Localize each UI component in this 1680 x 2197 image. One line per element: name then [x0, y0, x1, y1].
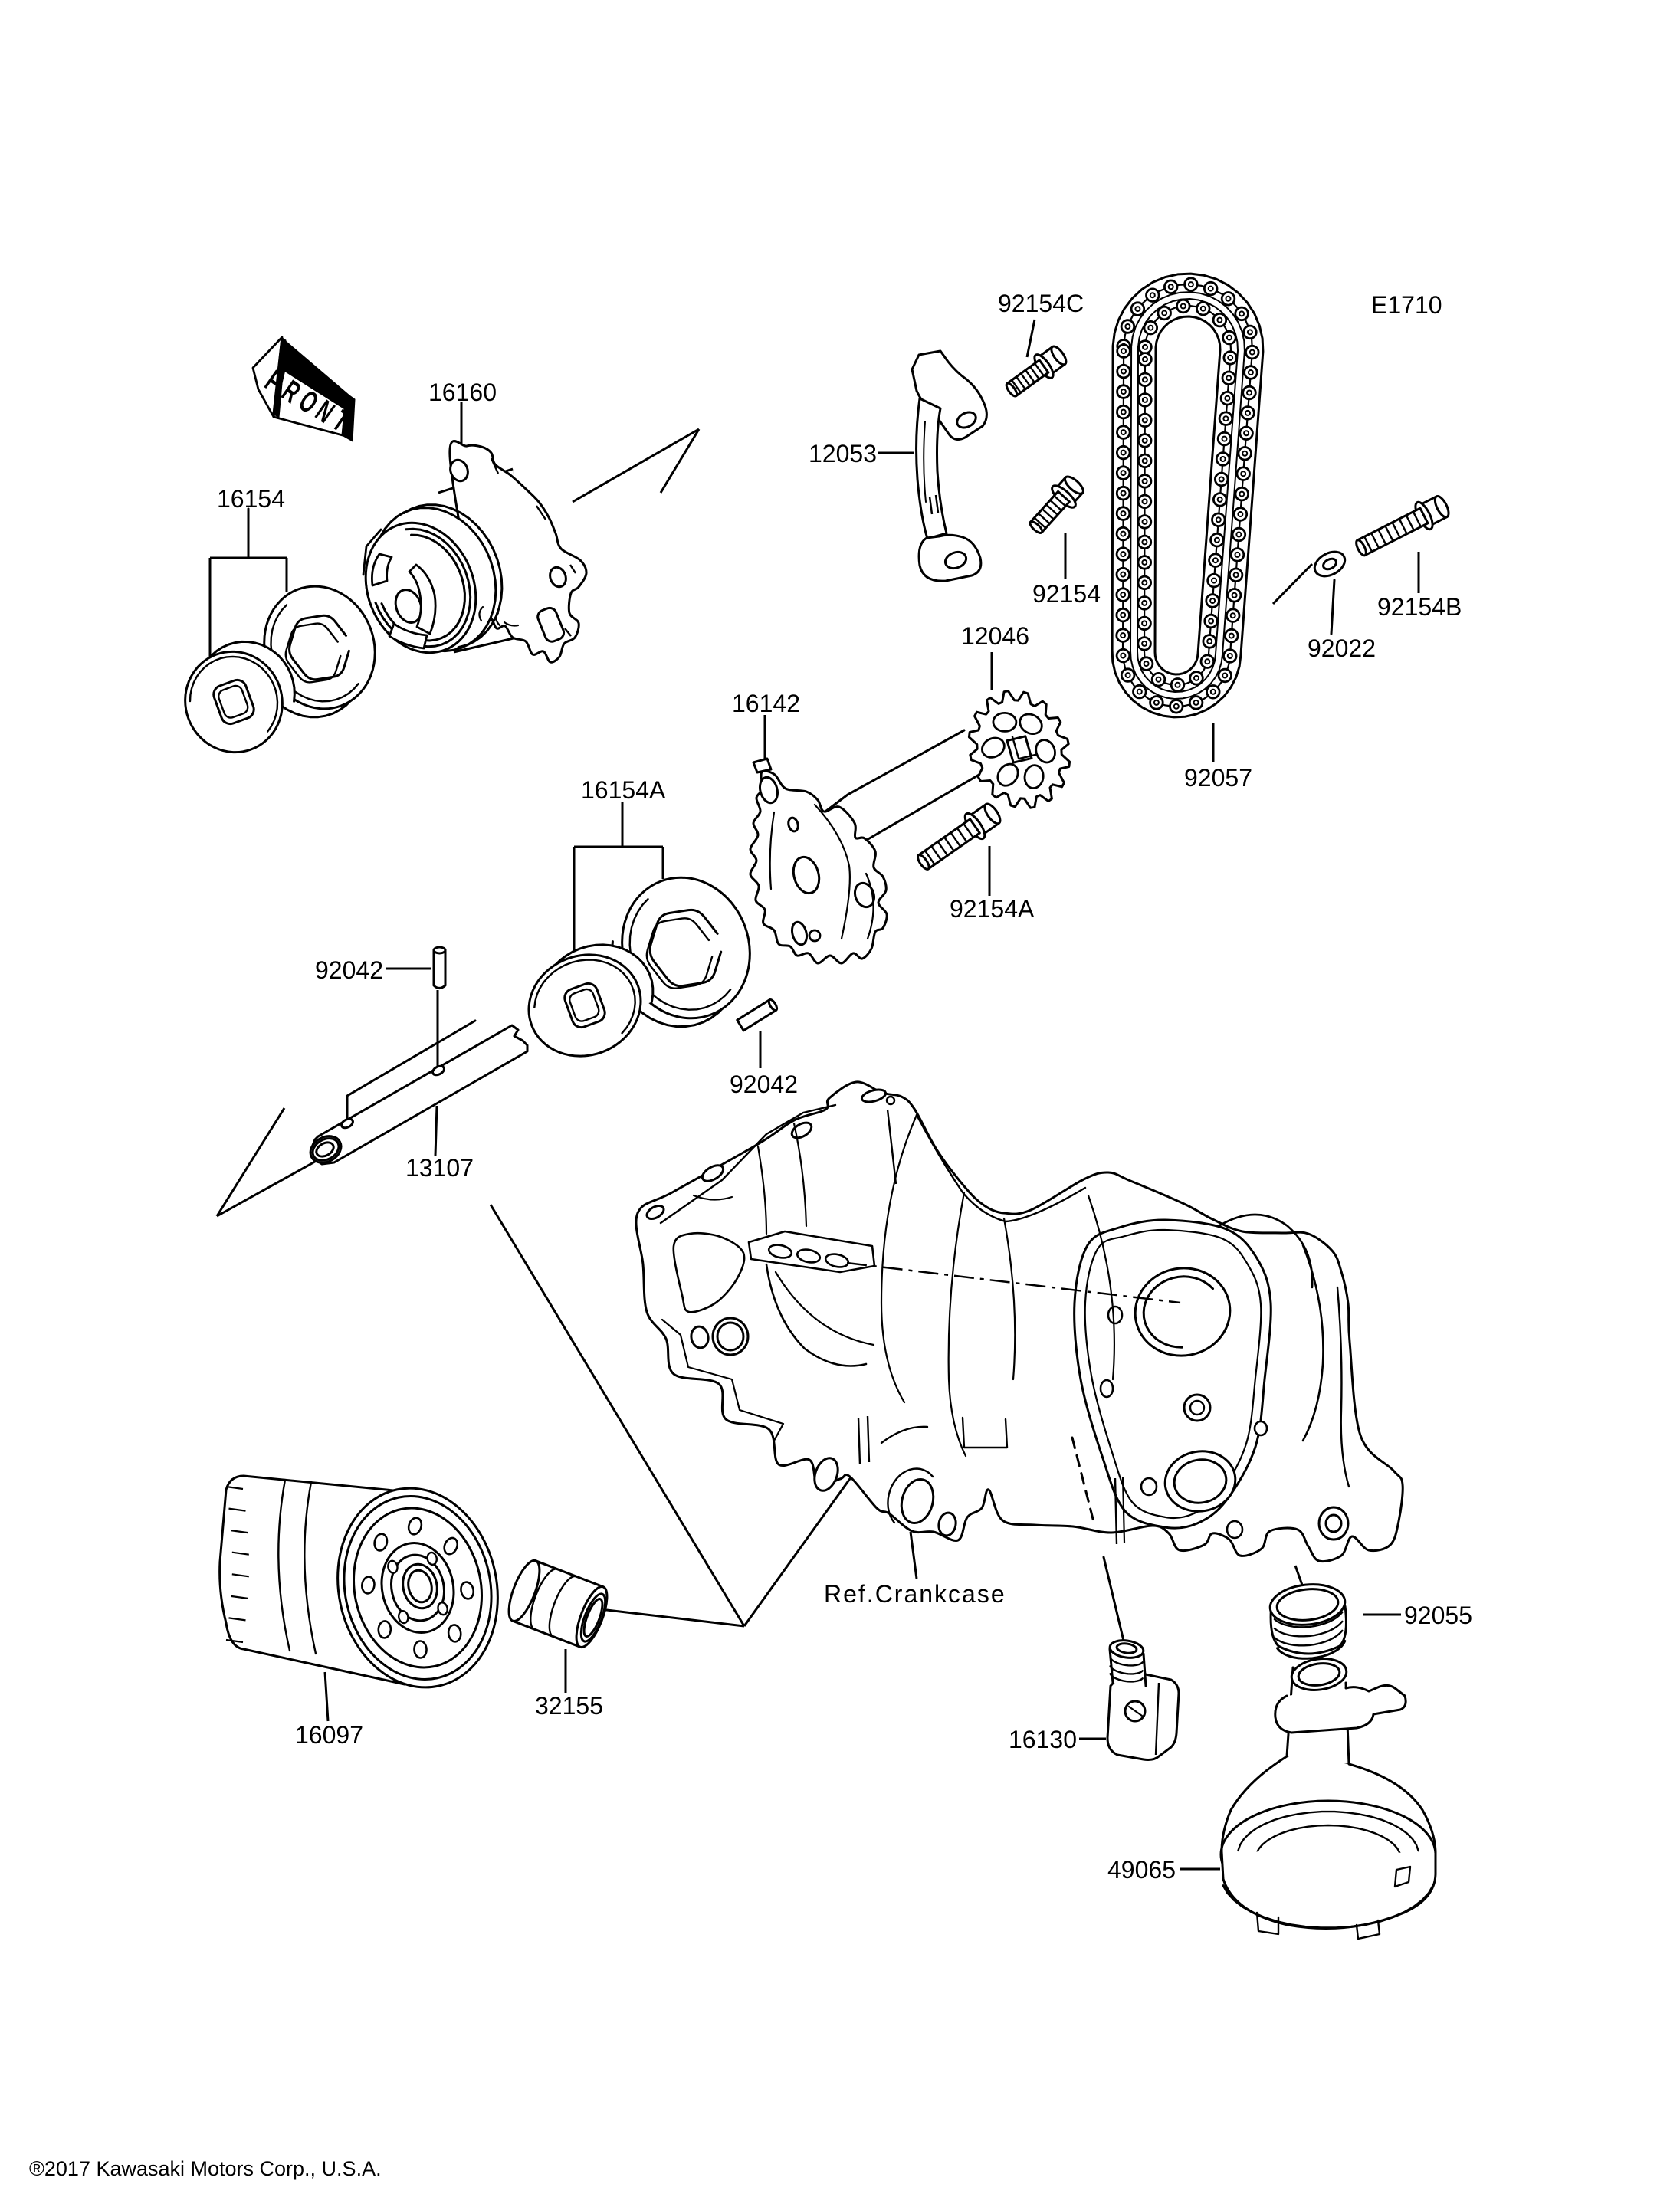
svg-text:92055: 92055 — [1404, 1602, 1472, 1629]
svg-text:92154A: 92154A — [950, 895, 1035, 923]
svg-text:16130: 16130 — [1009, 1726, 1077, 1753]
svg-text:92154: 92154 — [1032, 580, 1101, 608]
svg-text:12046: 12046 — [961, 622, 1029, 650]
svg-text:92154B: 92154B — [1377, 593, 1462, 621]
svg-text:13107: 13107 — [405, 1154, 474, 1182]
svg-text:12053: 12053 — [809, 440, 877, 467]
svg-text:®2017 Kawasaki Motors Corp., U: ®2017 Kawasaki Motors Corp., U.S.A. — [29, 2157, 382, 2180]
svg-text:16160: 16160 — [428, 379, 497, 406]
svg-text:92057: 92057 — [1184, 764, 1252, 792]
svg-text:32155: 32155 — [535, 1692, 603, 1720]
svg-text:16097: 16097 — [295, 1721, 363, 1749]
svg-text:16154: 16154 — [217, 485, 285, 513]
svg-text:E1710: E1710 — [1371, 291, 1442, 319]
svg-text:92022: 92022 — [1308, 635, 1376, 662]
svg-text:16142: 16142 — [732, 690, 800, 717]
svg-text:92154C: 92154C — [998, 290, 1084, 317]
svg-text:16154A: 16154A — [581, 776, 666, 804]
svg-text:92042: 92042 — [315, 956, 383, 984]
svg-text:92042: 92042 — [730, 1071, 798, 1098]
svg-text:49065: 49065 — [1107, 1856, 1176, 1884]
svg-text:Ref.Crankcase: Ref.Crankcase — [824, 1580, 1006, 1608]
